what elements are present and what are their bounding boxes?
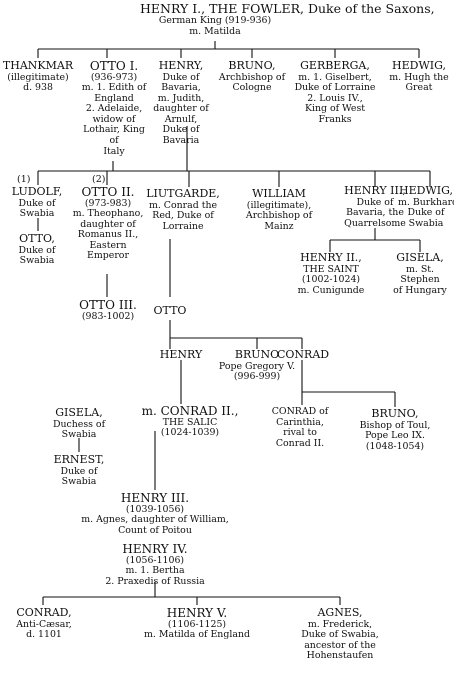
node-otto-iii: OTTO III. (983-1002)	[79, 298, 137, 322]
node-henry-ii-saint: HENRY II., THE SAINT (1002-1024) m. Cuni…	[297, 251, 365, 296]
node-agnes: AGNES, m. Frederick, Duke of Swabia, anc…	[301, 606, 379, 662]
node-ludolf: LUDOLF, Duke of Swabia	[11, 185, 63, 220]
node-henry-iv: HENRY IV. (1056-1106) m. 1. Bertha 2. Pr…	[105, 542, 205, 587]
node-henry-of-bavaria: HENRY, Duke of Bavaria, m. Judith, daugh…	[153, 59, 209, 147]
node-otto-i: OTTO I. (936-973) m. 1. Edith of England…	[81, 59, 147, 157]
node-ernest: ERNEST, Duke of Swabia	[53, 453, 105, 488]
node-thankmar: THANKMAR (illegitimate) d. 938	[2, 59, 74, 94]
node-otto-lorraine: OTTO	[153, 304, 187, 317]
node-conrad-son-of-otto: CONRAD	[277, 348, 330, 361]
node-bruno-toul: BRUNO, Bishop of Toul, Pope Leo IX. (104…	[359, 407, 431, 452]
node-otto-of-swabia: OTTO, Duke of Swabia	[18, 232, 56, 267]
node-otto-ii: OTTO II. (973-983) m. Theophano, daughte…	[72, 185, 144, 262]
node-hedwig-hugh: HEDWIG, m. Hugh the Great	[389, 59, 449, 94]
node-bruno-cologne: BRUNO, Archbishop of Cologne	[218, 59, 286, 94]
node-henry-i-name: HENRY I., THE FOWLER, Duke of the Saxons…	[140, 1, 435, 16]
node-william: WILLIAM (illegitimate), Archbishop of Ma…	[245, 187, 313, 232]
marriage-number-two: (2)	[92, 174, 106, 185]
node-bruno-pope: BRUNO Pope Gregory V. (996-999)	[218, 348, 296, 383]
node-gisela-hungary: GISELA, m. St. Stephen of Hungary	[393, 251, 447, 296]
node-henry-son-of-otto: HENRY	[159, 348, 203, 361]
marriage-number-one: (1)	[17, 174, 31, 185]
node-conrad-anti-caesar: CONRAD, Anti-Cæsar, d. 1101	[16, 606, 72, 641]
node-henry-i: HENRY I., THE FOWLER, Duke of the Saxons…	[140, 1, 435, 37]
node-henry-ii-quarrelsome: HENRY II., Duke of Bavaria, the Quarrels…	[344, 184, 406, 229]
node-gisela-swabia: GISELA, Duchess of Swabia	[52, 406, 106, 441]
node-liutgarde: LIUTGARDE, m. Conrad the Red, Duke of Lo…	[146, 187, 220, 232]
node-conrad-ii: m. CONRAD II., THE SALIC (1024-1039)	[141, 404, 239, 439]
node-gerberga: GERBERGA, m. 1. Giselbert, Duke of Lorra…	[294, 59, 376, 125]
node-henry-v: HENRY V. (1106-1125) m. Matilda of Engla…	[144, 606, 250, 641]
node-conrad-of-carinthia: CONRAD of Carinthia, rival to Conrad II.	[271, 406, 329, 449]
node-hedwig-burkhard: HEDWIG, m. Burkhard, Duke of Swabia	[398, 184, 454, 229]
node-henry-iii: HENRY III. (1039-1056) m. Agnes, daughte…	[81, 491, 229, 536]
